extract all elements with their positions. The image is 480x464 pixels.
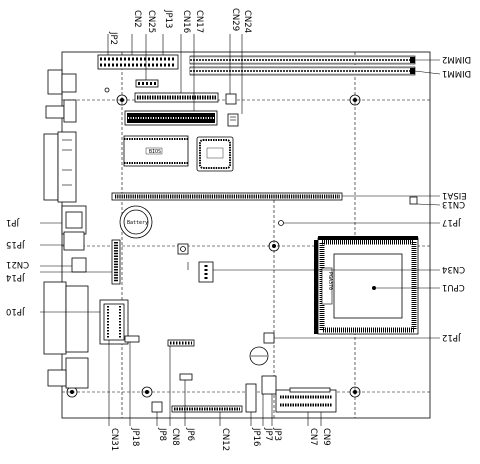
cn13-connector [409, 196, 418, 205]
label-jp3: JP3 [272, 427, 282, 441]
left-io [43, 69, 89, 389]
battery-label: Battery [127, 220, 148, 226]
label-jp8: JP8 [157, 427, 167, 441]
top-headers [97, 54, 239, 127]
label-cn31: CN31 [109, 428, 119, 451]
label-jp13: JP13 [163, 9, 173, 28]
cpu-socket-label: PGA370 [327, 272, 333, 290]
bottom-leaders [108, 340, 322, 426]
label-dimm1: DIMM1 [442, 68, 471, 78]
label-cn21: CN21 [6, 259, 29, 269]
guide-lines [62, 52, 430, 418]
label-dimm2: DIMM2 [442, 54, 471, 64]
board-outline [61, 51, 431, 419]
label-cn29: CN29 [230, 8, 240, 31]
jp12-part [249, 332, 275, 366]
label-eisa1: EISA1 [442, 190, 467, 200]
label-jp12: JP12 [442, 332, 461, 342]
cpu-socket: PGA370 [314, 236, 419, 335]
label-jp10: JP10 [6, 306, 25, 316]
label-jp18: JP18 [130, 427, 140, 446]
label-jp17: JP17 [442, 217, 461, 227]
label-cn7: CN7 [308, 428, 318, 446]
jp10-block [99, 299, 129, 345]
label-jp15: JP15 [6, 239, 25, 249]
bios-chip: BIOS [123, 135, 189, 167]
label-cn2: CN2 [132, 10, 142, 28]
label-jp14: JP14 [6, 272, 25, 282]
plcc-chip [196, 136, 234, 172]
right-leaders [213, 59, 441, 339]
left-leaders [40, 222, 112, 313]
label-cpu1: CPU1 [442, 282, 465, 292]
label-cn12: CN12 [220, 428, 230, 451]
jp17-jumper [278, 220, 284, 226]
label-cn8: CN8 [170, 428, 180, 446]
middle-left-headers [111, 239, 214, 285]
label-cn16: CN16 [181, 10, 191, 33]
bios-chip-label: BIOS [149, 149, 161, 155]
label-jp2: JP2 [108, 31, 118, 45]
battery: Battery [119, 205, 153, 239]
label-jp6: JP6 [185, 427, 195, 441]
label-cn24: CN24 [242, 10, 252, 33]
label-cn9: CN9 [321, 428, 331, 446]
label-cn13: CN13 [442, 199, 465, 209]
label-jp1: JP1 [6, 217, 20, 227]
top-leaders [107, 34, 243, 114]
label-jp7: JP7 [263, 427, 273, 441]
bottom-headers [124, 335, 337, 413]
eisa-slot [111, 192, 343, 201]
mounting-holes [66, 94, 361, 398]
label-jp16: JP16 [251, 427, 261, 446]
label-cn34: CN34 [442, 264, 465, 274]
dimm-slots [189, 55, 416, 76]
label-cn25: CN25 [146, 10, 156, 33]
label-cn17: CN17 [194, 10, 204, 33]
